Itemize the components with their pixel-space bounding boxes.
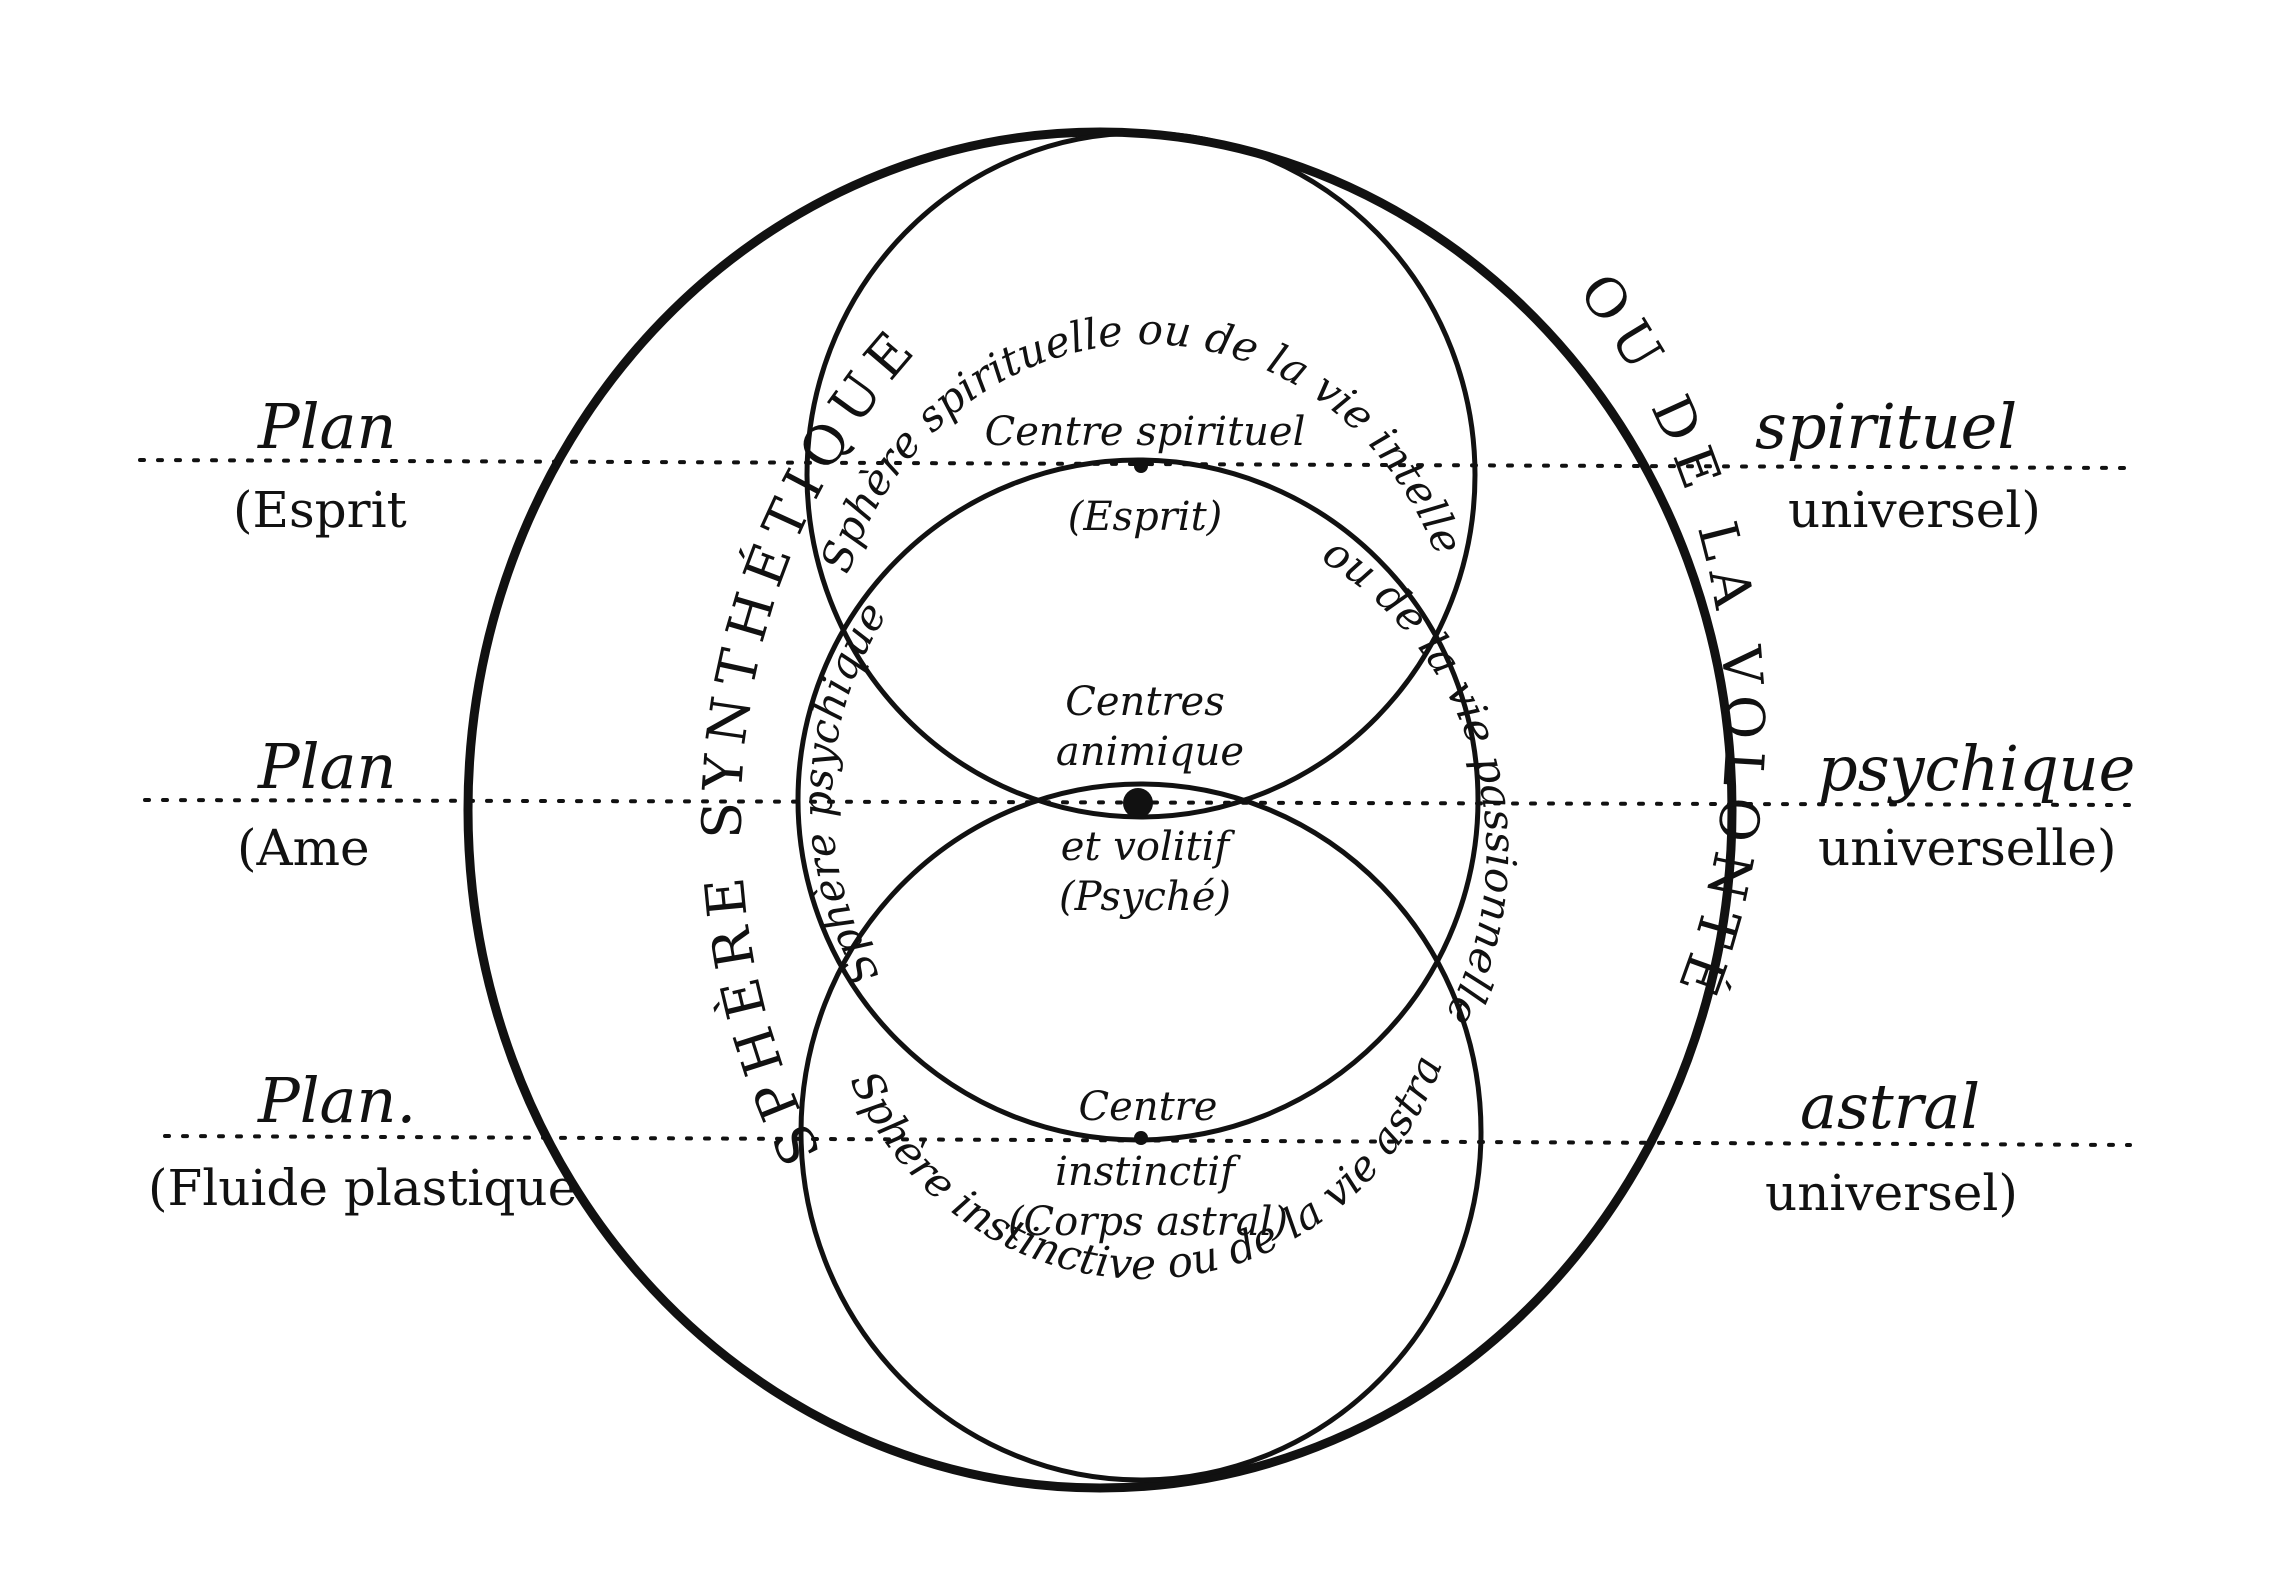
spiritual-plane-left-title: Plan [257, 390, 396, 463]
psychic-plane-left-title: Plan [257, 730, 396, 803]
astral-plane-left-title: Plan. [257, 1064, 416, 1137]
spiritual-plane-right-sub: universel) [1788, 481, 2041, 539]
astral-plane-right-title: astral [1800, 1070, 1980, 1143]
psychic-plane-left-sub: (Ame [237, 819, 370, 877]
instinctive-centre-dot [1134, 1131, 1148, 1145]
astral-plane-right-sub: universel) [1765, 1164, 2018, 1222]
spiritual-plane-left-sub: (Esprit [233, 481, 407, 539]
instinctive-centre-line2: instinctif [1055, 1149, 1241, 1195]
astral-plane-left-sub: (Fluide plastique [148, 1159, 577, 1217]
animic-centre-line3: et volitif [1061, 824, 1236, 870]
animic-centre-line4: (Psyché) [1059, 874, 1231, 920]
middle-sphere-right-arc-text: ou de la vie passionnelle [1315, 527, 1526, 1034]
instinctive-centre-line3: (Corps astral) [1008, 1199, 1288, 1245]
outer-right-arc-label: OU DE LA VOLONTÉ [1567, 262, 1776, 1013]
spiritual-centre-label: Centre spirituel [985, 409, 1306, 455]
animic-centre-line1: Centres [1065, 679, 1224, 725]
top-sphere-arc-text: Sphère spirituelle ou de la vie intellec… [0, 0, 1473, 578]
animic-centre-line2: animique [1056, 729, 1244, 775]
middle-sphere-left-arc-text: Sphère psychique [793, 593, 897, 993]
bottom-instinctive-sphere [798, 781, 1484, 1483]
spiritual-centre-sub: (Esprit) [1068, 494, 1223, 540]
middle-sphere-right-arc-label: ou de la vie passionnelle [1315, 527, 1526, 1034]
animic-centre-dot [1123, 788, 1153, 818]
outer-synthetic-sphere [463, 127, 1737, 1493]
psychic-plane-right-sub: universelle) [1818, 819, 2116, 877]
spiritual-plane-right-title: spirituel [1755, 390, 2017, 463]
spiritual-centre-dot [1134, 459, 1148, 473]
instinctive-centre-line1: Centre [1079, 1084, 1218, 1130]
outer-right-arc-text: OU DE LA VOLONTÉ [1567, 262, 1766, 1013]
psychic-plane-right-title: psychique [1818, 732, 2135, 805]
middle-sphere-left-arc-label: Sphère psychique [793, 593, 897, 993]
top-sphere-arc-label: Sphère spirituelle ou de la vie intellec… [0, 0, 1473, 578]
astral-plane-line [163, 1134, 2132, 1147]
